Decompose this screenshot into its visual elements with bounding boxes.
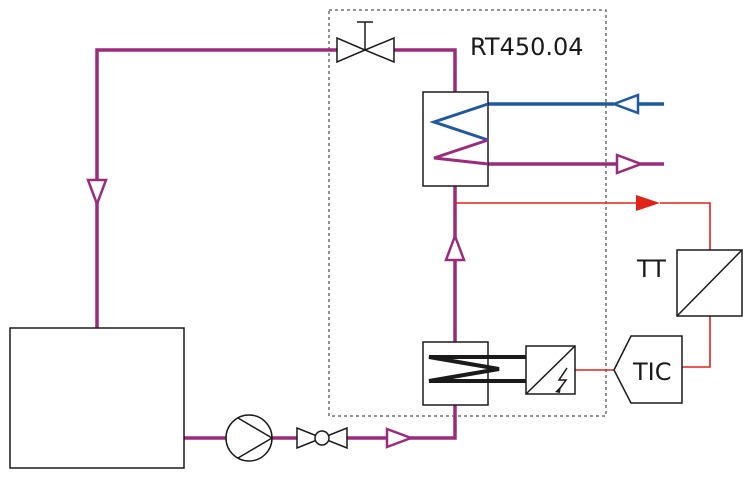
tic-label: TIC: [632, 358, 672, 386]
process-coil: [433, 138, 489, 166]
flow-arrow-up: [444, 232, 466, 262]
tt-to-tic-line: [682, 316, 711, 368]
tt-label: TT: [636, 255, 666, 283]
lightning-icon: [557, 367, 568, 392]
return-line: [95, 48, 337, 328]
signal-arrow: [636, 195, 660, 211]
power-controller-diagonal: [525, 345, 576, 395]
temperature-controller: [613, 335, 683, 404]
cooling-water: [488, 93, 664, 115]
flow-arrow-down: [86, 178, 108, 208]
feed-line: [347, 405, 457, 440]
valve-to-exchanger-line: [394, 48, 457, 92]
heating-element-icon: [428, 355, 526, 383]
pump: [225, 414, 274, 462]
ball-valve: [296, 426, 348, 450]
tank: [9, 327, 185, 469]
unit-boundary: [328, 9, 607, 417]
flow-arrow-outlet: [615, 153, 645, 175]
flow-arrow-right-bottom: [385, 427, 415, 449]
lightning-arrowhead: [555, 386, 561, 393]
process-piping: [95, 48, 664, 440]
pump-symbol: [237, 417, 274, 459]
tt-diagonal: [676, 249, 743, 317]
process-arrows: [86, 153, 645, 449]
unit-label: RT450.04: [470, 33, 584, 61]
globe-valve: [336, 21, 395, 64]
temperature-tap-line-2: [660, 202, 711, 250]
cooling-inlet-arrow: [610, 93, 640, 115]
cooling-coil: [429, 102, 489, 142]
signal-lines: [455, 202, 711, 371]
